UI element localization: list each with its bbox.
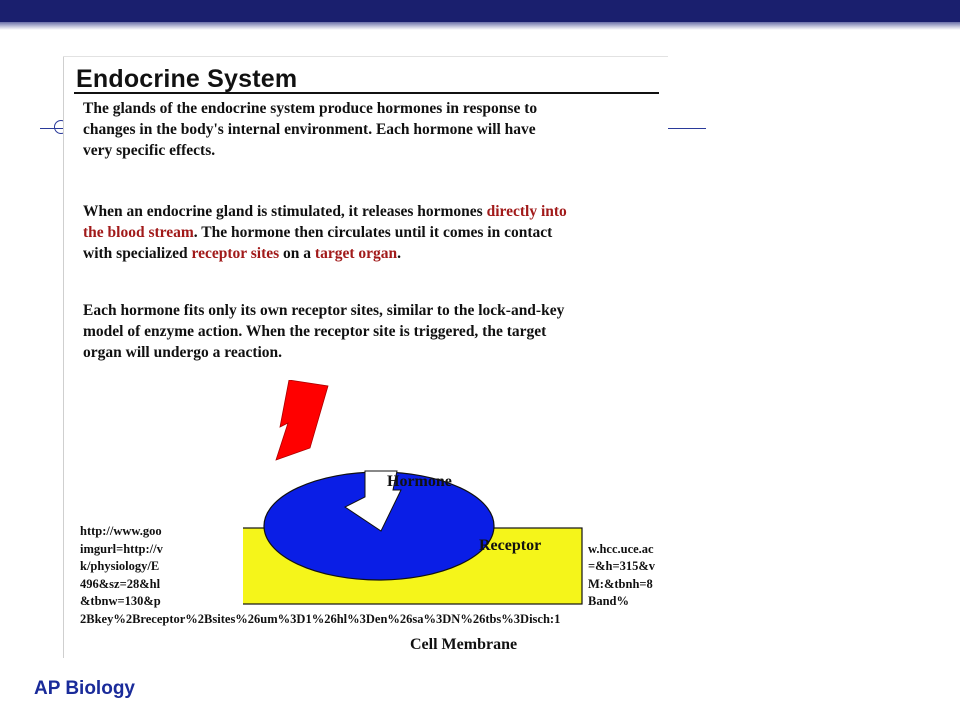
paragraph-intro: The glands of the endocrine system produ…: [83, 100, 538, 159]
paragraph-text: with specialized: [83, 245, 192, 262]
paragraph-text: When an endocrine gland is stimulated, i…: [83, 203, 487, 220]
footer-label: AP Biology: [34, 678, 135, 699]
highlight-directly-into: directly into: [486, 203, 567, 220]
source-url-line-end: Band%: [588, 594, 629, 608]
hormone-receptor-diagram: Hormone Receptor Cell Membrane: [243, 380, 583, 653]
paragraph-text: .: [397, 245, 402, 262]
source-url-line: http://www.goo: [80, 524, 162, 538]
image-frame-left: [63, 56, 64, 658]
slide-image: Endocrine System The glands of the endoc…: [63, 56, 668, 658]
source-url-line: &tbnw=130&p: [80, 594, 161, 608]
diagram-graphic: [243, 380, 583, 605]
top-banner-shadow: [0, 22, 960, 30]
source-url-line: 496&sz=28&hl: [80, 577, 161, 591]
bullet-line-right: [668, 128, 706, 129]
source-url-line-end: =&h=315&v: [588, 559, 656, 573]
top-banner: [0, 0, 960, 22]
paragraph-text: on a: [279, 245, 315, 262]
receptor-site-notch: [344, 470, 402, 532]
paragraph-text: . The hormone then circulates until it c…: [193, 224, 553, 241]
source-url-line: k/physiology/E: [80, 559, 160, 573]
document-title: Endocrine System: [76, 65, 298, 93]
title-underline: [74, 92, 659, 94]
image-frame-top: [63, 56, 668, 57]
source-url-line: imgurl=http://v: [80, 542, 163, 556]
receptor-label: Receptor: [479, 537, 542, 554]
cell-membrane-label: Cell Membrane: [410, 636, 518, 653]
highlight-blood-stream: the blood stream: [83, 224, 194, 241]
hormone-shape: [275, 380, 329, 461]
source-url-line-end: w.hcc.uce.ac: [588, 542, 654, 556]
paragraph-stimulation: When an endocrine gland is stimulated, i…: [83, 201, 653, 264]
source-url-line-end: M:&tbnh=8: [588, 577, 653, 591]
highlight-target-organ: target organ: [314, 245, 398, 262]
hormone-label: Hormone: [387, 473, 452, 490]
source-url-line: 2Bkey%2Breceptor%2Bsites%26um%3D1%26hl%3…: [80, 612, 561, 626]
highlight-receptor-sites: receptor sites: [191, 245, 280, 262]
paragraph-lock-and-key: Each hormone fits only its own receptor …: [83, 302, 565, 361]
